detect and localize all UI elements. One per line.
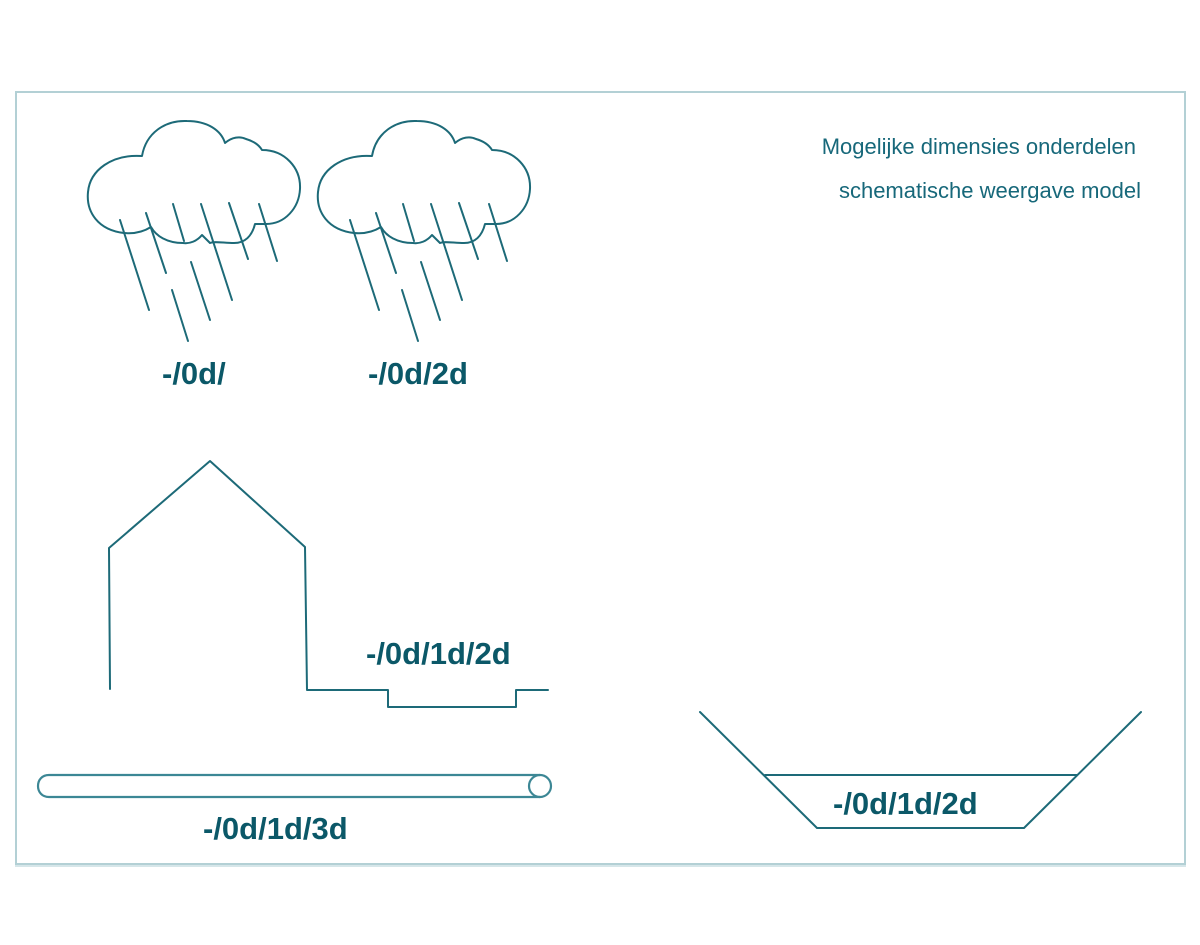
channel-icon [699,711,1142,829]
pipe-label: -/0d/1d/3d [203,811,348,846]
channel-label: -/0d/1d/2d [833,786,978,821]
pipe-icon [36,773,553,799]
diagram-title-line-2: schematische weergave model [838,178,1141,203]
rain-cloud-2-label: -/0d/2d [368,356,468,391]
house-ground-label: -/0d/1d/2d [366,636,511,671]
diagram-frame [15,91,1186,865]
rain-cloud-icon [86,119,302,342]
rain-cloud-icon [316,119,532,342]
house-ground-icon [108,460,549,708]
diagram-title-line-1: Mogelijke dimensies onderdelen [821,134,1136,159]
rain-cloud-1-label: -/0d/ [162,356,226,391]
